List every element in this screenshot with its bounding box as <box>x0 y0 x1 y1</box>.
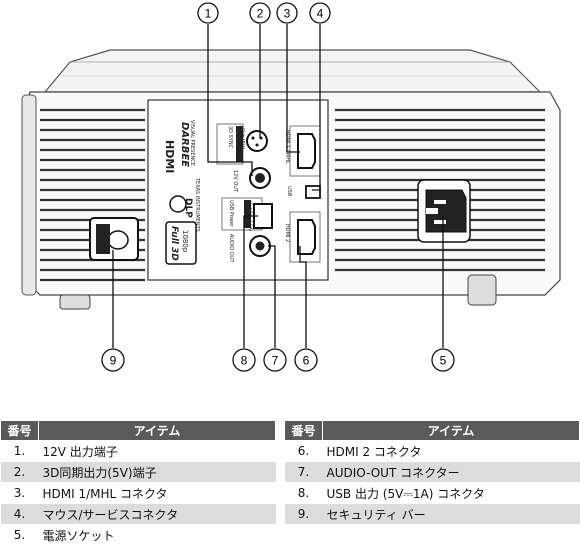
row-item: HDMI 2 コネクタ <box>322 440 580 462</box>
table-row: 4. マウス/サービスコネクタ <box>0 503 276 525</box>
table-row: 7. AUDIO-OUT コネクター <box>284 461 580 483</box>
row-item: HDMI 1/MHL コネクタ <box>38 482 276 504</box>
row-num: 1. <box>0 440 39 462</box>
power-socket <box>417 179 471 243</box>
svg-text:7: 7 <box>272 354 279 368</box>
row-num: 2. <box>0 461 39 483</box>
row-num: 7. <box>284 461 323 483</box>
legend-table-right: 番号 アイテム 6. HDMI 2 コネクタ 7. AUDIO-OUT コネクタ… <box>284 420 580 546</box>
row-num: 4. <box>0 503 39 525</box>
dlp-logo: DLP TEXAS INSTRUMENTS <box>169 177 200 232</box>
svg-text:2: 2 <box>257 7 264 21</box>
callout-1: 1 <box>197 2 219 24</box>
darbee-logo: DARBEE VISUAL PRESENCE <box>179 120 195 167</box>
row-item: セキュリティ バー <box>322 503 580 525</box>
usb-service-port: USB <box>286 185 321 199</box>
header-item: アイテム <box>38 420 276 441</box>
legend-table-left: 番号 アイテム 1. 12V 出力端子 2. 3D同期出力(5V)端子 3. H… <box>0 420 276 546</box>
callout-3: 3 <box>276 2 298 24</box>
svg-text:5: 5 <box>440 354 447 368</box>
row-item: 3D同期出力(5V)端子 <box>38 461 276 483</box>
header-item: アイテム <box>322 420 580 441</box>
row-num: 9. <box>284 503 323 525</box>
callout-9: 9 <box>101 348 125 372</box>
table-row: 8. USB 出力 (5V⎓1A) コネクタ <box>284 482 580 504</box>
svg-text:DARBEE: DARBEE <box>179 122 190 167</box>
svg-text:6: 6 <box>303 354 310 368</box>
full3d-logo: Full 3D 1080p <box>165 221 197 265</box>
svg-text:8: 8 <box>241 354 248 368</box>
callout-2: 2 <box>249 2 271 24</box>
callout-7: 7 <box>263 348 287 372</box>
row-num: 5. <box>0 524 39 546</box>
table-row <box>284 524 580 546</box>
callout-leaders <box>112 24 444 348</box>
header-num: 番号 <box>284 420 323 441</box>
header-num: 番号 <box>0 420 39 441</box>
svg-text:9: 9 <box>110 354 117 368</box>
svg-text:4: 4 <box>317 7 324 21</box>
row-num: 3. <box>0 482 39 504</box>
callout-5: 5 <box>431 348 455 372</box>
svg-text:TEXAS INSTRUMENTS: TEXAS INSTRUMENTS <box>194 177 200 232</box>
svg-text:Full 3D: Full 3D <box>169 226 179 261</box>
row-item <box>322 524 580 546</box>
svg-text:3: 3 <box>284 7 291 21</box>
row-item: 電源ソケット <box>38 524 276 546</box>
projector-rear-diagram: HDMI DARBEE VISUAL PRESENCE DLP TEXAS IN… <box>21 2 561 372</box>
hdmi2-port: HDMI 2 <box>284 211 321 263</box>
row-num <box>284 524 323 546</box>
row-num: 6. <box>284 440 323 462</box>
security-bar <box>89 217 139 261</box>
row-item: マウス/サービスコネクタ <box>38 503 276 525</box>
table-row: 6. HDMI 2 コネクタ <box>284 440 580 462</box>
12v-out-port: 12V OUT <box>232 167 271 193</box>
svg-text:AUDIO OUT: AUDIO OUT <box>228 234 234 264</box>
row-item: 12V 出力端子 <box>38 440 276 462</box>
svg-text:USB Power: USB Power <box>228 200 234 228</box>
row-num: 8. <box>284 482 323 504</box>
table-row: 5. 電源ソケット <box>0 524 276 546</box>
svg-text:12V OUT: 12V OUT <box>232 170 238 193</box>
row-item: USB 出力 (5V⎓1A) コネクタ <box>322 482 580 504</box>
svg-text:HDMI 2: HDMI 2 <box>284 224 290 242</box>
svg-text:DLP: DLP <box>183 198 193 218</box>
callout-8: 8 <box>232 348 256 372</box>
svg-text:3D SYNC: 3D SYNC <box>227 126 233 149</box>
svg-text:USB: USB <box>286 186 292 197</box>
svg-text:Out (5V): Out (5V) <box>239 128 245 149</box>
3d-sync-port: 3D SYNC Out (5V) <box>216 123 268 165</box>
svg-text:1: 1 <box>205 7 212 21</box>
callout-6: 6 <box>294 348 318 372</box>
table-row: 9. セキュリティ バー <box>284 503 580 525</box>
svg-text:VISUAL PRESENCE: VISUAL PRESENCE <box>189 120 195 166</box>
callout-4: 4 <box>309 2 331 24</box>
row-item: AUDIO-OUT コネクター <box>322 461 580 483</box>
hdmi-logo: HDMI <box>163 140 176 173</box>
table-row: 1. 12V 出力端子 <box>0 440 276 462</box>
svg-text:1080p: 1080p <box>181 230 189 253</box>
table-row: 3. HDMI 1/MHL コネクタ <box>0 482 276 504</box>
usb-power-port: USB Power (Out 5V---1.5A) <box>221 197 273 232</box>
svg-text:HDMI: HDMI <box>163 140 176 173</box>
table-row: 2. 3D同期出力(5V)端子 <box>0 461 276 483</box>
